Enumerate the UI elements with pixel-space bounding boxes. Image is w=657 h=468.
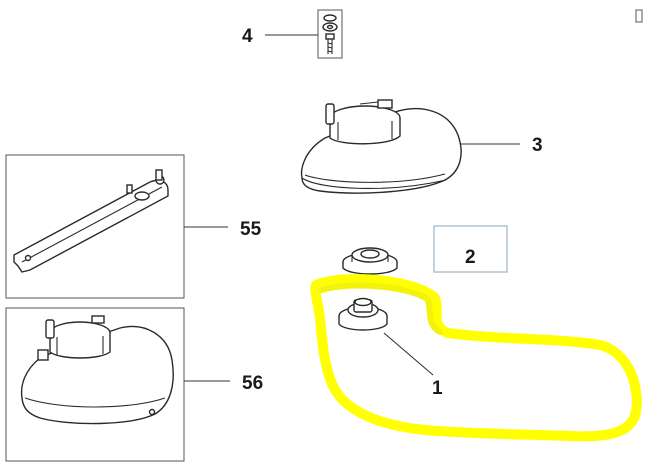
yellow-highlight-loop xyxy=(310,274,642,442)
corner-mark xyxy=(635,9,643,23)
label-box-2 xyxy=(433,225,508,273)
flange-nut-icon xyxy=(338,297,388,331)
wheel-guard-boxed-icon xyxy=(20,315,174,425)
callout-55: 55 xyxy=(240,219,262,240)
callout-56: 56 xyxy=(242,373,263,394)
callout-3: 3 xyxy=(532,135,543,156)
leader-1 xyxy=(383,332,434,376)
box-56 xyxy=(5,307,185,462)
yellow-highlight-inner-stroke xyxy=(319,282,443,335)
callout-1: 1 xyxy=(432,378,443,399)
callout-2: 2 xyxy=(465,247,476,268)
bolt-washer-icon xyxy=(317,9,343,59)
callout-4: 4 xyxy=(242,26,253,47)
wheel-guard-icon xyxy=(300,99,462,194)
inner-flange-icon xyxy=(342,247,398,275)
spanner-wrench-icon xyxy=(13,169,169,273)
